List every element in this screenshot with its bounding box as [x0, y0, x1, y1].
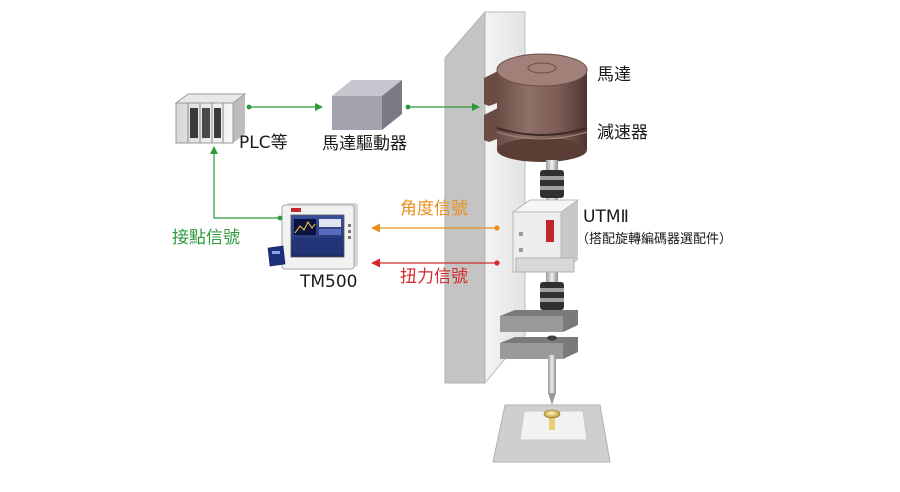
motor-icon: [496, 53, 588, 162]
plc-unit-icon: [174, 93, 247, 144]
screw-icon: [543, 409, 561, 430]
tm500-label: TM500: [300, 272, 358, 292]
tm500-device-icon: [281, 203, 358, 270]
motor-driver-box-icon: [332, 80, 402, 130]
torque-signal-arrow: [371, 258, 500, 268]
utm-sensor-icon: [511, 199, 580, 273]
motor-label: 馬達: [597, 65, 631, 85]
utm-note: （搭配旋轉編碼器選配件）: [576, 232, 733, 247]
clamp-plates: [500, 310, 578, 359]
sd-card-icon: [267, 245, 286, 267]
angle-signal-arrow: [371, 223, 500, 233]
plc-label: PLC等: [239, 133, 288, 153]
motor-driver-label: 馬達驅動器: [322, 134, 407, 154]
utm-label: UTMⅡ: [583, 207, 629, 227]
torque-signal-label: 扭力信號: [400, 267, 468, 287]
contact-signal-label: 接點信號: [172, 228, 240, 248]
contact-signal-arrow: [210, 146, 283, 221]
plc-to-driver-arrow: [246, 103, 323, 111]
drive-shaft: [540, 160, 564, 318]
reducer-label: 減速器: [597, 123, 648, 143]
angle-signal-label: 角度信號: [400, 199, 468, 219]
driver-to-motor-arrow: [405, 103, 480, 111]
screwdriver-bit: [548, 355, 556, 405]
